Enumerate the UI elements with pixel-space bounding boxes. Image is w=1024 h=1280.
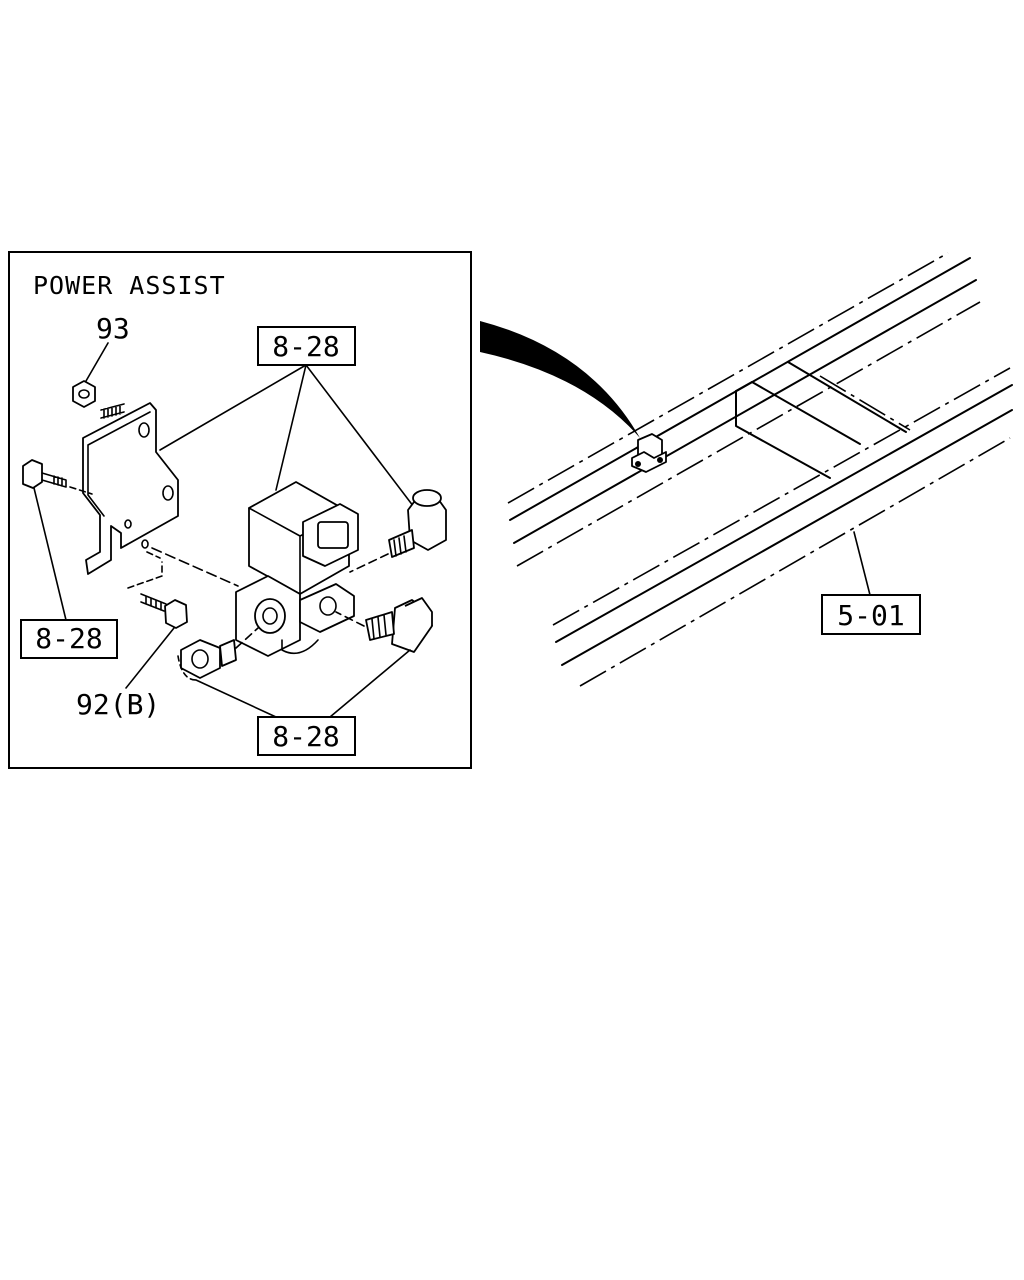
mounting-bracket[interactable] [82,402,179,575]
callout-93[interactable]: 93 [96,312,130,345]
bolt-left[interactable] [22,459,67,489]
inset-frame [8,251,472,769]
ref-box-top[interactable] [257,326,356,366]
valve-assembly[interactable] [235,481,359,657]
dash-elbow-bottom [335,611,365,627]
dash-bracket-valve [151,547,239,587]
location-pointer [480,321,640,438]
valve-on-frame[interactable] [631,433,667,473]
bracket-stud [100,403,125,419]
ref-bottom-label[interactable]: 8-28 [272,720,339,753]
bolt-92b[interactable] [140,593,188,629]
ref-box-bottom[interactable] [257,716,356,756]
elbow-fitting-top[interactable] [388,489,447,558]
chassis-frame [507,252,1013,687]
dash-left-bolt [69,486,93,495]
ref-box-left[interactable] [20,619,118,659]
leader-left-bolt [33,487,67,621]
elbow-fitting-bottom[interactable] [365,597,433,653]
ref-frame-label[interactable]: 5-01 [837,599,904,632]
leader-92b [125,627,175,689]
dash-92b [127,551,163,589]
dash-union [235,627,259,649]
leaders-top [159,364,421,516]
callout-92b[interactable]: 92(B) [76,688,160,721]
union-fitting[interactable] [177,639,237,681]
inset-title: POWER ASSIST [33,271,226,300]
leader-frame [853,531,871,596]
nut-93[interactable] [72,380,96,408]
ref-box-frame[interactable] [821,594,921,635]
leaders-bottom [195,649,411,718]
leader-93 [85,342,109,382]
dash-elbow-top [349,553,389,573]
ref-left-label[interactable]: 8-28 [35,622,102,655]
ref-top-label[interactable]: 8-28 [272,330,339,363]
